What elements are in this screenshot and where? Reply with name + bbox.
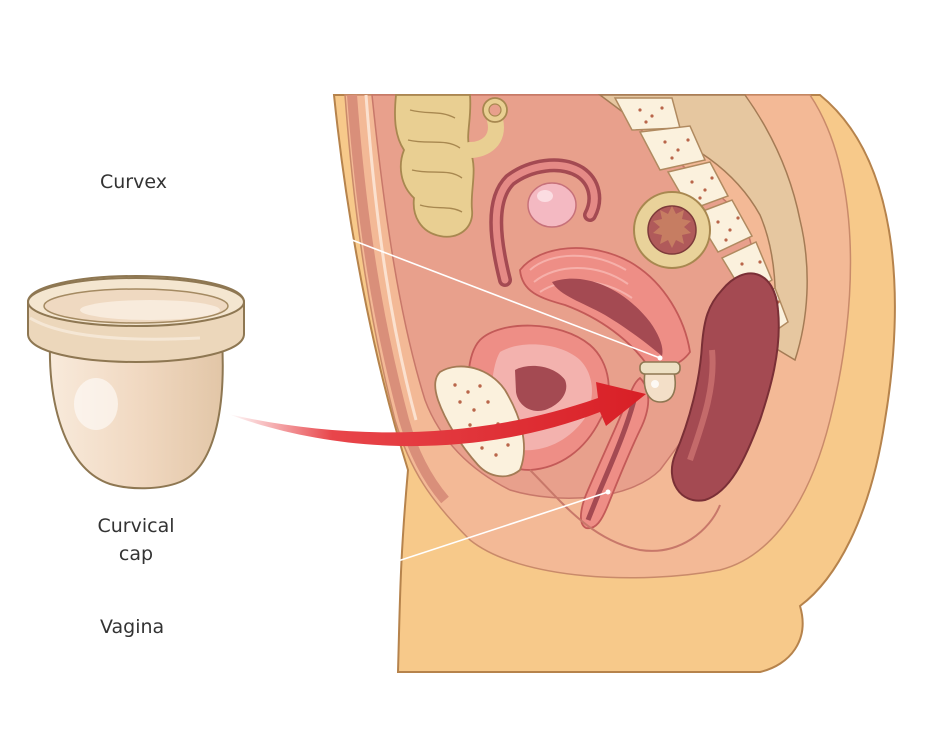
vertebrae bbox=[613, 97, 789, 338]
uterine-cavity bbox=[552, 278, 663, 356]
insertion-arrow bbox=[228, 382, 646, 447]
label-cervical-cap-line1: Curvical bbox=[97, 515, 175, 537]
label-cervical-cap: Curvical cap bbox=[88, 512, 184, 568]
vaginal-canal bbox=[585, 391, 639, 521]
perineum bbox=[529, 469, 721, 552]
cervical-cap-illustration bbox=[27, 274, 245, 490]
intestine-loop bbox=[462, 112, 504, 158]
label-curvex: Curvex bbox=[100, 171, 167, 193]
leader-line-curvex bbox=[351, 239, 661, 359]
cervical-cap-inserted bbox=[639, 361, 681, 403]
rectum-lumen bbox=[687, 349, 716, 461]
rectum-folds bbox=[653, 206, 691, 248]
leader-line-vagina bbox=[394, 491, 609, 563]
label-vagina: Vagina bbox=[100, 616, 165, 638]
ovary bbox=[527, 182, 577, 228]
abdominal-wall bbox=[347, 94, 449, 504]
pubic-bone bbox=[434, 365, 525, 478]
abdominal-wall-line bbox=[364, 94, 418, 421]
intestine-folds bbox=[407, 109, 463, 213]
label-cervical-cap-line2: cap bbox=[118, 543, 154, 565]
